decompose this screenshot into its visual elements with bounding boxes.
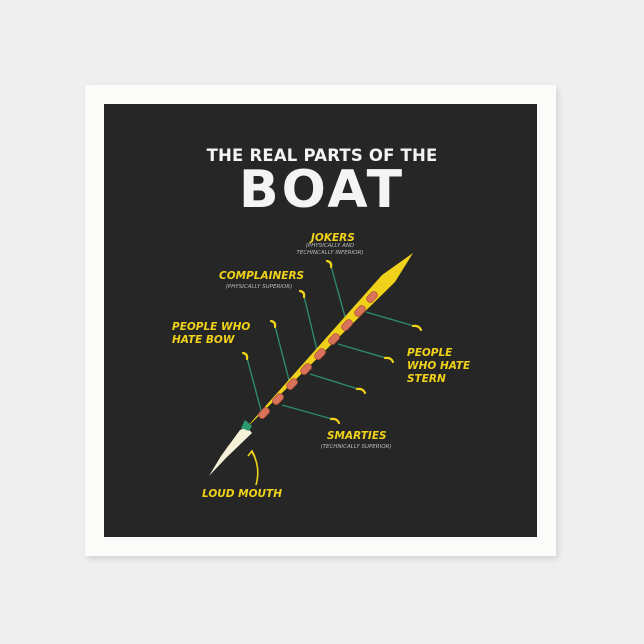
label-smarties: SMARTIES [327,430,387,442]
note-complainers: (PHYSICALLY SUPERIOR) [225,284,293,290]
print-area [104,104,537,537]
note-jokers-2: TECHINCALLY INFERIOR) [296,250,364,256]
label-hate-stern-2: WHO HATE [407,360,471,372]
seats [258,291,378,419]
bow-section [209,427,252,476]
left-blades [241,259,333,361]
subtitle: THE REAL PARTS OF THE [206,146,438,165]
label-hate-bow-1: PEOPLE WHO [172,321,251,333]
label-loud-mouth: LOUD MOUTH [202,488,282,500]
right-oars [281,311,415,420]
label-hate-stern-3: STERN [407,373,446,385]
page-title: BOAT [238,160,406,220]
label-hate-bow-2: HATE BOW [172,334,235,346]
note-smarties: (TECHNICALLY SUPERIOR) [320,444,392,450]
note-jokers-1: (PHYSICALLY AND [305,243,355,249]
arrow-head-icon [247,449,256,458]
left-oars [246,265,348,415]
label-complainers: COMPLAINERS [219,270,305,282]
coxswain-seat [241,420,252,431]
label-jokers: JOKERS [311,232,355,244]
label-hate-stern-1: PEOPLE [407,347,453,359]
right-blades [329,324,423,425]
